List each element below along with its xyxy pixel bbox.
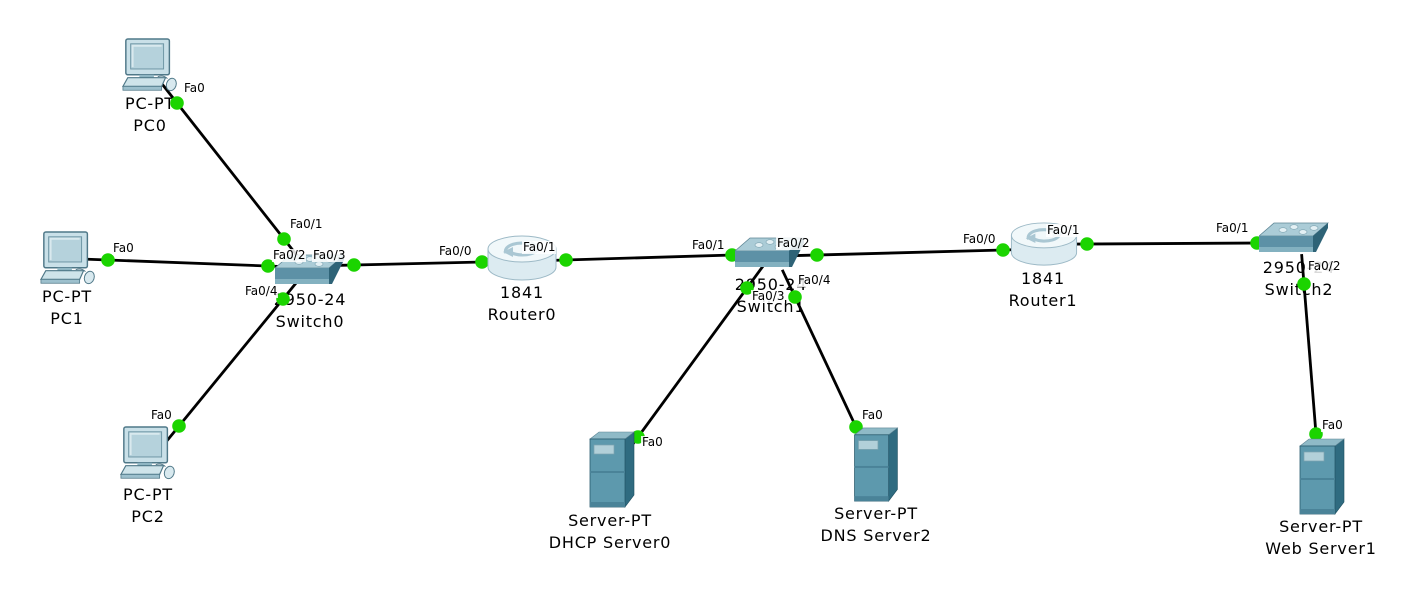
link-status-dot-switch0-fa0-3	[347, 258, 361, 272]
link-status-dot-switch0-fa0-1	[277, 232, 291, 246]
device-name: PC1	[50, 309, 84, 328]
device-name: Switch2	[1264, 280, 1334, 299]
port-label-dhcp-server0-fa0: Fa0	[641, 435, 664, 449]
device-label-pc1: PC-PT PC1	[42, 286, 92, 330]
device-name: PC2	[131, 507, 165, 526]
device-name: Router1	[1008, 291, 1078, 310]
port-label-switch1-fa0-4: Fa0/4	[797, 273, 832, 287]
port-label-switch2-fa0-1: Fa0/1	[1215, 221, 1250, 235]
port-label-web-server1-fa0: Fa0	[1321, 418, 1344, 432]
pc-icon-pc0[interactable]	[120, 38, 182, 98]
cable-router1-fa0-1-to-switch2-fa0-1[interactable]	[1056, 241, 1288, 246]
port-label-router0-fa0-1: Fa0/1	[522, 240, 557, 254]
device-label-server1: Server-PT Web Server1	[1265, 516, 1376, 560]
device-model: 2950-24	[273, 290, 347, 309]
device-label-server2: Server-PT DNS Server2	[821, 503, 932, 547]
link-status-dot-router1-fa0-0	[996, 243, 1010, 257]
link-status-dot-pc2-fa0	[172, 419, 186, 433]
device-model: PC-PT	[41, 287, 93, 306]
link-status-dot-pc0-fa0	[170, 96, 184, 110]
device-model: 1841	[500, 283, 544, 302]
device-model: PC-PT	[122, 485, 174, 504]
port-label-switch1-fa0-2: Fa0/2	[776, 236, 811, 250]
device-model: Server-PT	[1279, 517, 1363, 536]
device-model: PC-PT	[124, 94, 176, 113]
device-label-pc0: PC-PT PC0	[125, 93, 175, 137]
device-name: Web Server1	[1265, 539, 1377, 558]
cable-pc2-fa0-to-switch0-fa0-4[interactable]	[158, 274, 304, 451]
port-label-switch1-fa0-1: Fa0/1	[691, 238, 726, 252]
server-icon-server1[interactable]	[1297, 438, 1347, 516]
device-name: DHCP Server0	[548, 533, 672, 552]
device-model: Server-PT	[568, 511, 652, 530]
port-label-pc2-fa0: Fa0	[150, 408, 173, 422]
link-status-dot-switch1-fa0-3	[740, 281, 754, 295]
port-label-router1-fa0-1: Fa0/1	[1046, 223, 1081, 237]
port-label-router0-fa0-0: Fa0/0	[438, 244, 473, 258]
link-status-dot-router0-fa0-0	[475, 255, 489, 269]
link-status-dot-switch2-fa0-2	[1297, 277, 1311, 291]
router-icon-router1[interactable]	[1008, 221, 1080, 267]
port-label-switch0-fa0-3: Fa0/3	[312, 248, 347, 262]
server-icon-server0[interactable]	[587, 431, 637, 509]
link-status-dot-pc1-fa0	[101, 253, 115, 267]
server-icon-server2[interactable]	[851, 427, 901, 503]
pc-icon-pc1[interactable]	[38, 231, 100, 291]
link-status-dot-router1-fa0-1	[1080, 237, 1094, 251]
port-label-switch2-fa0-2: Fa0/2	[1307, 259, 1342, 273]
pc-icon-pc2[interactable]	[118, 426, 180, 486]
cable-pc0-fa0-to-switch0-fa0-1[interactable]	[157, 78, 304, 264]
switch-icon-switch2[interactable]	[1259, 222, 1329, 256]
port-label-dns-server2-fa0: Fa0	[861, 408, 884, 422]
cable-switch1-fa0-3-to-dhcp-server0-fa0[interactable]	[619, 262, 766, 463]
link-status-dot-switch0-fa0-2	[261, 259, 275, 273]
device-name: DNS Server2	[820, 526, 932, 545]
port-label-switch0-fa0-1: Fa0/1	[289, 217, 324, 231]
port-label-switch1-fa0-3: Fa0/3	[751, 289, 786, 303]
cable-switch1-fa0-2-to-router1-fa0-0[interactable]	[786, 247, 1034, 258]
device-label-server0: Server-PT DHCP Server0	[549, 510, 672, 554]
device-label-pc2: PC-PT PC2	[123, 484, 173, 528]
link-status-dot-router0-fa0-1	[559, 253, 573, 267]
link-status-dot-switch1-fa0-2	[810, 248, 824, 262]
device-name: PC0	[133, 116, 167, 135]
port-label-switch0-fa0-4: Fa0/4	[244, 284, 279, 298]
device-model: 1841	[1021, 269, 1065, 288]
link-status-dot-dns-server2-fa0	[849, 420, 863, 434]
link-status-dot-switch0-fa0-4	[276, 292, 290, 306]
port-label-router1-fa0-0: Fa0/0	[962, 232, 997, 246]
cable-router0-fa0-1-to-switch1-fa0-1[interactable]	[535, 252, 763, 263]
device-name: Switch0	[275, 312, 345, 331]
port-label-pc0-fa0: Fa0	[183, 81, 206, 95]
link-status-dot-web-server1-fa0	[1309, 427, 1323, 441]
device-name: Router0	[487, 305, 557, 324]
link-status-dot-switch1-fa0-4	[788, 290, 802, 304]
device-model: Server-PT	[834, 504, 918, 523]
port-label-pc1-fa0: Fa0	[112, 241, 135, 255]
port-label-switch0-fa0-2: Fa0/2	[272, 248, 307, 262]
